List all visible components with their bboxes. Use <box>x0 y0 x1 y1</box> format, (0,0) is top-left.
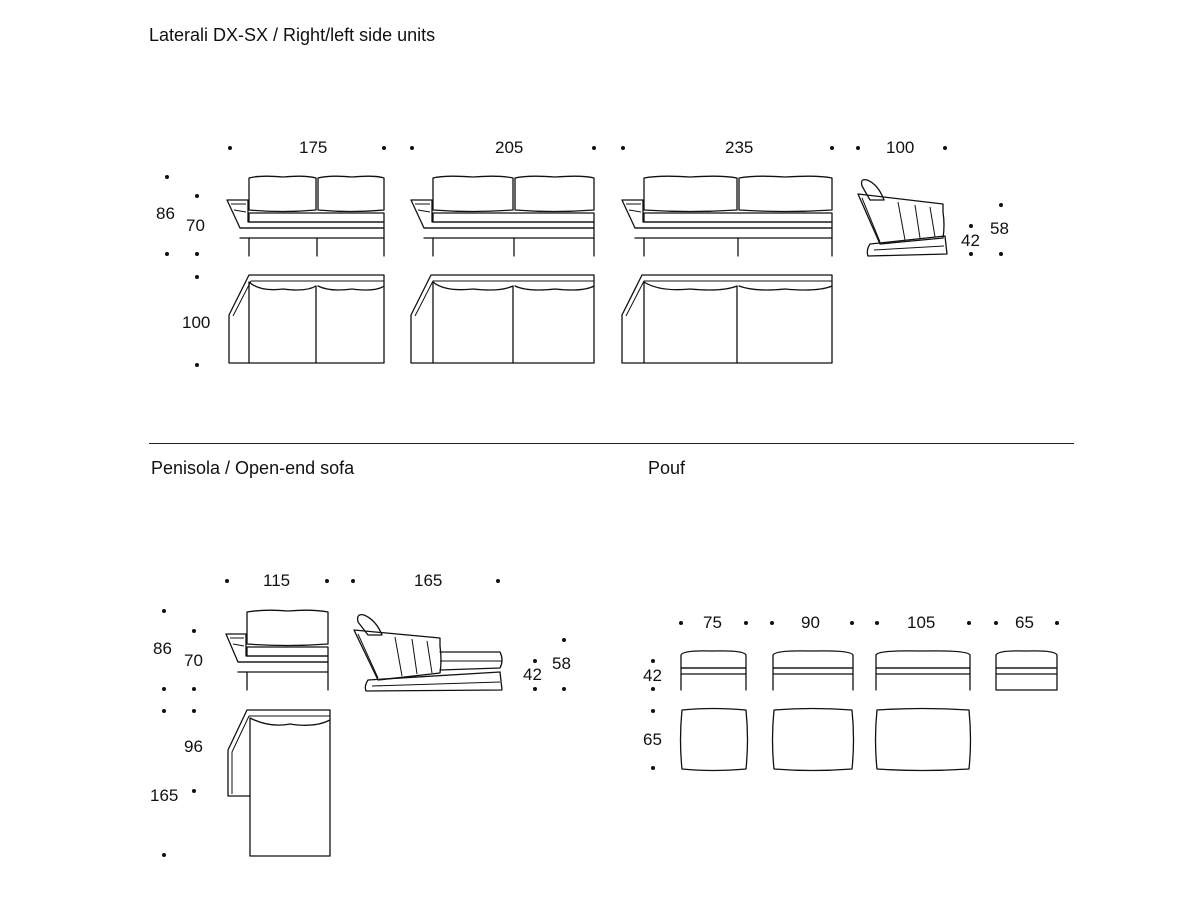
sofa-plan-view-175 <box>228 274 385 364</box>
open-end-front-view <box>225 609 329 691</box>
pouf-front-view-105 <box>875 650 971 691</box>
dim-arm-height-58: 58 <box>990 219 1009 238</box>
pouf-side-view-65 <box>995 650 1058 691</box>
dim-width-235: 235 <box>725 138 754 157</box>
section-title-open-end: Penisola / Open-end sofa <box>151 458 355 478</box>
dim-arm-height-58-open: 58 <box>552 654 571 673</box>
dim-seat-height-42: 42 <box>961 231 980 250</box>
pouf-plan-views <box>679 707 972 772</box>
sofa-front-view-175 <box>226 175 385 257</box>
sofa-side-view <box>857 178 948 257</box>
dim-length-165: 165 <box>414 571 443 590</box>
dim-width-205: 205 <box>495 138 524 157</box>
section-title-pouf: Pouf <box>648 458 686 478</box>
section-title-side-units: Laterali DX-SX / Right/left side units <box>149 25 436 45</box>
pouf-front-view-75 <box>680 650 747 691</box>
open-end-plan-view <box>227 709 331 857</box>
open-end-side-view <box>353 614 503 692</box>
dim-depth-100-side: 100 <box>886 138 915 157</box>
dim-seat-depth-100: 100 <box>182 313 211 332</box>
dim-width-175: 175 <box>299 138 328 157</box>
dim-pouf-width-90: 90 <box>801 613 820 632</box>
dim-seat-height-42-open: 42 <box>523 665 542 684</box>
pouf-front-view-90 <box>772 650 854 691</box>
sofa-plan-view-205 <box>410 274 595 364</box>
dim-pouf-width-65: 65 <box>1015 613 1034 632</box>
dim-depth-96: 96 <box>184 737 203 756</box>
dimension-dots <box>162 146 1059 857</box>
dim-pouf-height-42: 42 <box>643 666 662 685</box>
dim-height-70: 70 <box>186 216 205 235</box>
dim-width-115: 115 <box>263 571 291 590</box>
dim-depth-165: 165 <box>150 786 179 805</box>
sofa-front-view-235 <box>621 175 833 257</box>
section-divider <box>149 443 1074 444</box>
dim-pouf-width-105: 105 <box>907 613 936 632</box>
dim-height-86-open: 86 <box>153 639 172 658</box>
sofa-front-view-205 <box>410 175 595 257</box>
dim-pouf-width-75: 75 <box>703 613 722 632</box>
dim-pouf-depth-65: 65 <box>643 730 662 749</box>
dim-height-70-open: 70 <box>184 651 203 670</box>
sofa-plan-view-235 <box>621 274 833 364</box>
dim-height-86: 86 <box>156 204 175 223</box>
